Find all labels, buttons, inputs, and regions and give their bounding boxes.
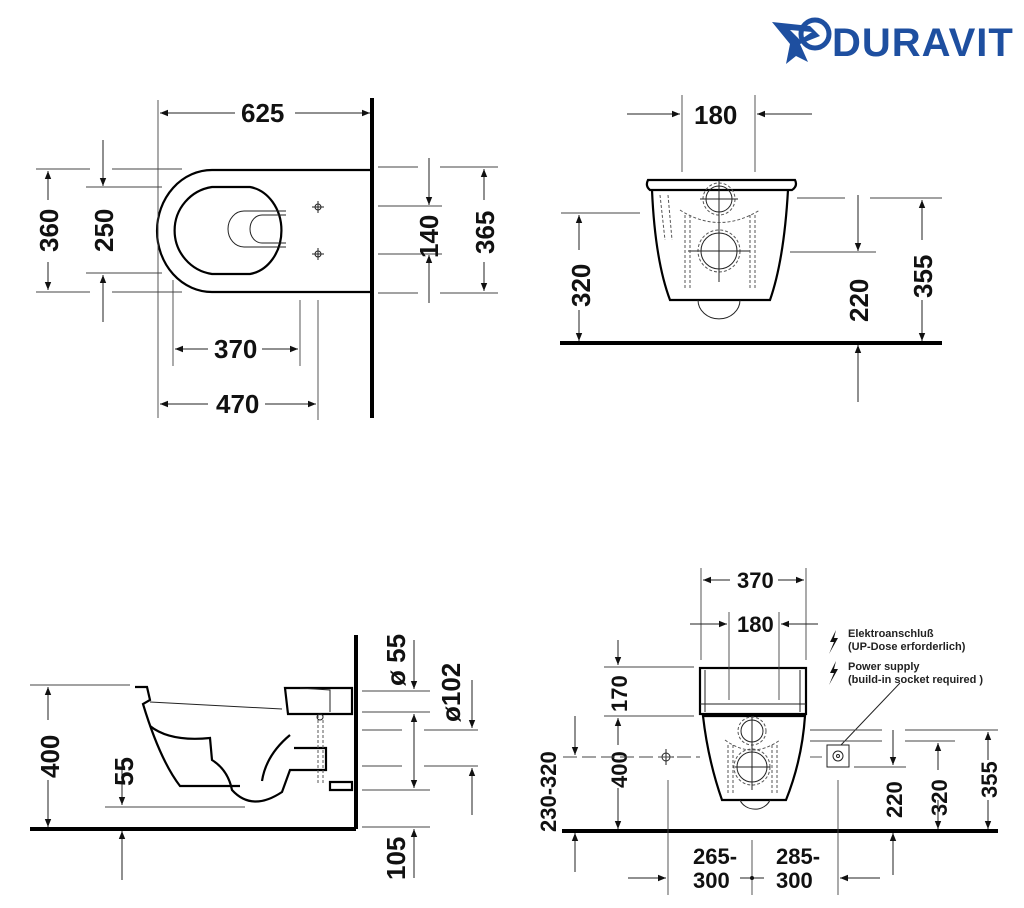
- dim-625: 625: [241, 98, 284, 128]
- dim-250: 250: [89, 209, 119, 252]
- dim-265-300-a: 265-: [693, 844, 737, 869]
- dim-105: 105: [381, 837, 411, 880]
- dim-230-320: 230-320: [536, 751, 561, 832]
- dim-360: 360: [34, 209, 64, 252]
- note-en-2: (build-in socket required ): [848, 674, 983, 686]
- dim-370-seat: 370: [737, 568, 774, 593]
- front-seat-view: 370 180 170 400 230-320 220 320 355: [536, 568, 1002, 895]
- lightning-icon: [829, 661, 838, 685]
- dim-365: 365: [470, 211, 500, 254]
- duravit-logo: DURAVIT: [772, 17, 1014, 65]
- dim-320: 320: [566, 264, 596, 307]
- note-de-2: (UP-Dose erforderlich): [848, 641, 966, 653]
- lightning-icon: [829, 630, 838, 654]
- dim-320-seat: 320: [927, 779, 952, 816]
- dim-355-seat: 355: [977, 761, 1002, 798]
- dim-355: 355: [908, 255, 938, 298]
- dim-170: 170: [607, 675, 632, 712]
- dim-dia-55: ø 55: [381, 634, 411, 686]
- dim-220: 220: [844, 279, 874, 322]
- dim-180-seat: 180: [737, 612, 774, 637]
- dim-400: 400: [35, 735, 65, 778]
- dim-dia-102: ø102: [436, 663, 466, 722]
- dim-55: 55: [109, 757, 139, 786]
- top-view: 625 360 250 370 470 140 365: [34, 98, 500, 420]
- brand-name: DURAVIT: [832, 21, 1014, 65]
- dim-265-300-b: 300: [693, 868, 730, 893]
- dim-285-300-a: 285-: [776, 844, 820, 869]
- dim-180: 180: [694, 100, 737, 130]
- dim-470: 470: [216, 389, 259, 419]
- side-view: 400 55 ø 55 ø102 105: [30, 634, 478, 880]
- dim-285-300-b: 300: [776, 868, 813, 893]
- note-de-1: Elektroanschluß: [848, 628, 934, 640]
- dim-220-seat: 220: [882, 781, 907, 818]
- note-en-1: Power supply: [848, 661, 920, 673]
- dim-370: 370: [214, 334, 257, 364]
- front-view: 180 320 220 355: [560, 95, 942, 402]
- dim-140: 140: [414, 215, 444, 258]
